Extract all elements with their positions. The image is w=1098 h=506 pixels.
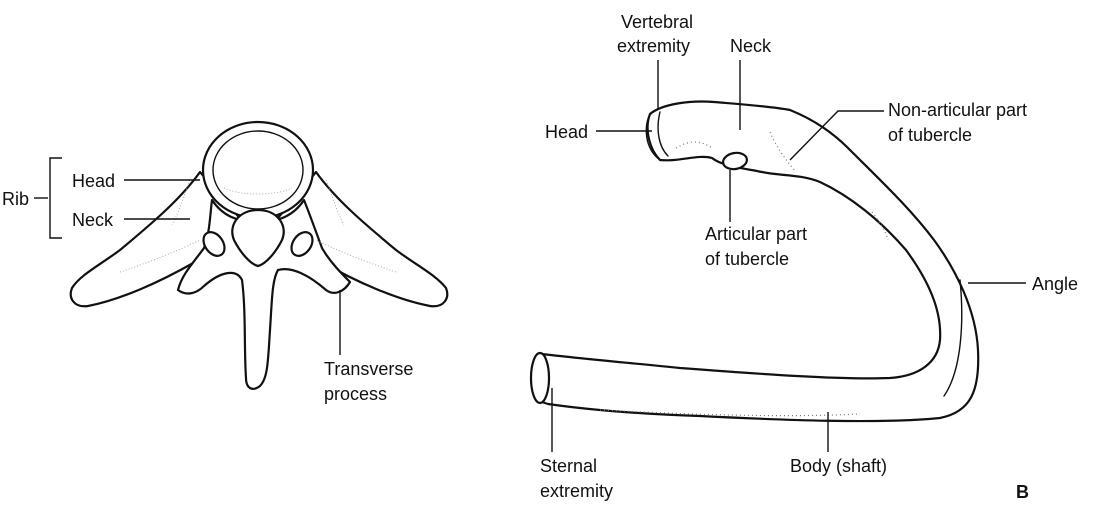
label-sternal-extremity-line1: Sternal: [540, 456, 597, 476]
label-angle: Angle: [1032, 274, 1078, 294]
label-head-b: Head: [545, 122, 588, 142]
label-articular-line2: of tubercle: [705, 249, 789, 269]
vertebral-body: [203, 122, 313, 218]
label-body-shaft: Body (shaft): [790, 456, 887, 476]
figure-b-labels: Vertebral extremity Neck Head Non-articu…: [540, 12, 1078, 502]
label-vertebral-extremity-line2: extremity: [617, 36, 690, 56]
panel-letter-b: B: [1016, 482, 1029, 502]
label-rib: Rib: [2, 189, 29, 209]
label-sternal-extremity-line2: extremity: [540, 481, 613, 501]
label-transverse-process-line1: Transverse: [324, 359, 413, 379]
figure-a-vertebra: [71, 122, 447, 389]
label-non-articular-line2: of tubercle: [888, 125, 972, 145]
label-head-a: Head: [72, 171, 115, 191]
label-vertebral-extremity-line1: Vertebral: [621, 12, 693, 32]
label-articular-line1: Articular part: [705, 224, 807, 244]
label-transverse-process-line2: process: [324, 384, 387, 404]
label-neck-b: Neck: [730, 36, 772, 56]
rib-bracket: [50, 158, 62, 238]
sternal-extremity-end: [531, 353, 549, 403]
label-non-articular-line1: Non-articular part: [888, 100, 1027, 120]
label-neck-a: Neck: [72, 210, 114, 230]
